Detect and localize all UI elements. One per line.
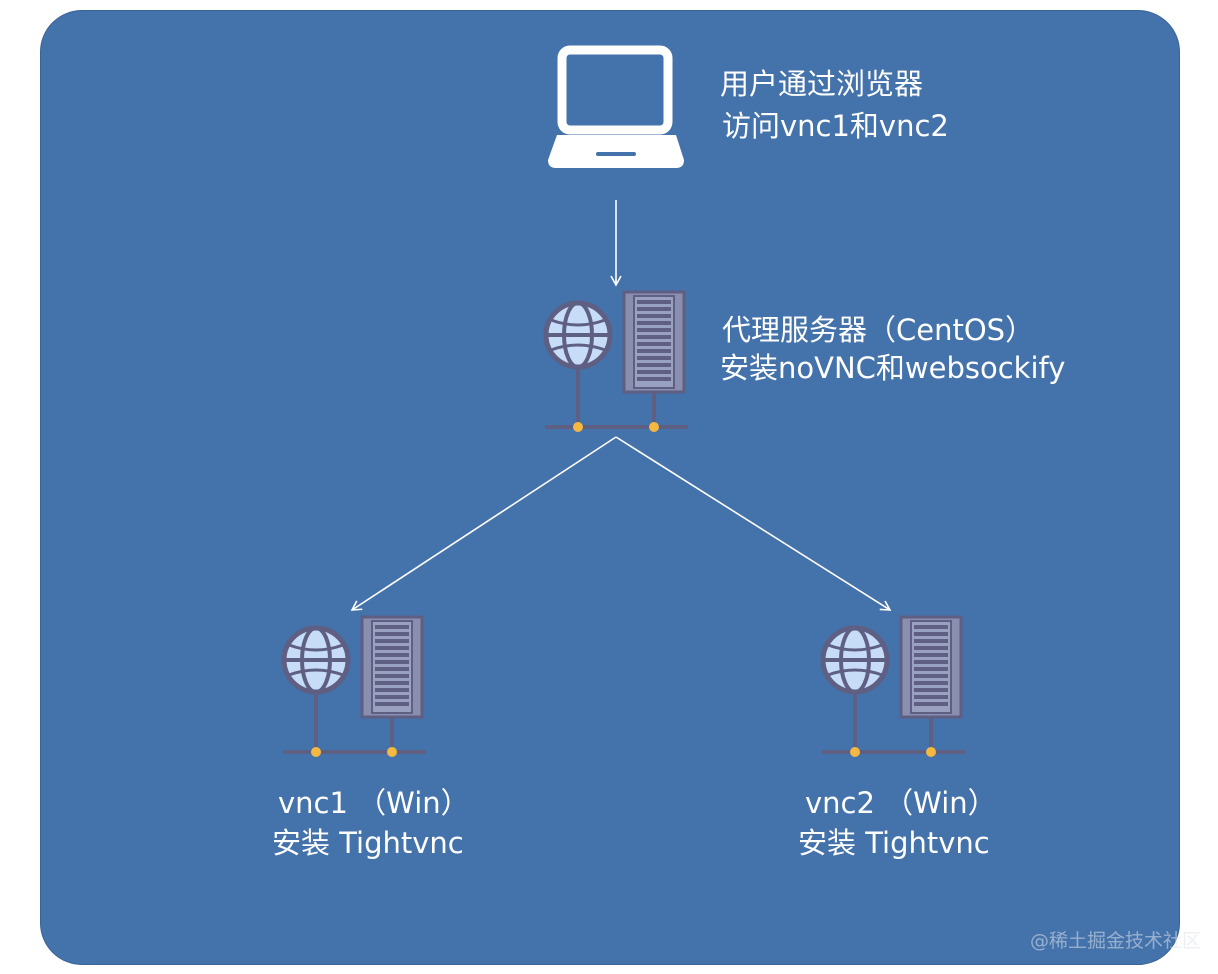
vnc1-label-line1: vnc1 （Win）	[278, 786, 470, 820]
arrow-proxy-to-vnc2	[615, 436, 892, 611]
diagram-panel	[40, 10, 1180, 965]
proxy-label-line2: 安装noVNC和websockify	[720, 351, 1066, 385]
vnc1-server-icon	[283, 617, 426, 757]
vnc2-label-line2: 安装 Tightvnc	[798, 826, 990, 860]
client-label-line2: 访问vnc1和vnc2	[722, 109, 949, 143]
client-label-line1: 用户通过浏览器	[720, 67, 924, 101]
watermark: @稀土掘金技术社区	[1030, 930, 1202, 952]
proxy-label-line1: 代理服务器（CentOS）	[722, 313, 1035, 347]
arrow-proxy-to-vnc1	[350, 436, 617, 611]
laptop-icon	[548, 45, 684, 168]
vnc1-label-line2: 安装 Tightvnc	[272, 826, 464, 860]
proxy-server-icon	[545, 292, 688, 432]
vnc2-server-icon	[822, 617, 965, 757]
vnc2-label-line1: vnc2 （Win）	[805, 786, 997, 820]
